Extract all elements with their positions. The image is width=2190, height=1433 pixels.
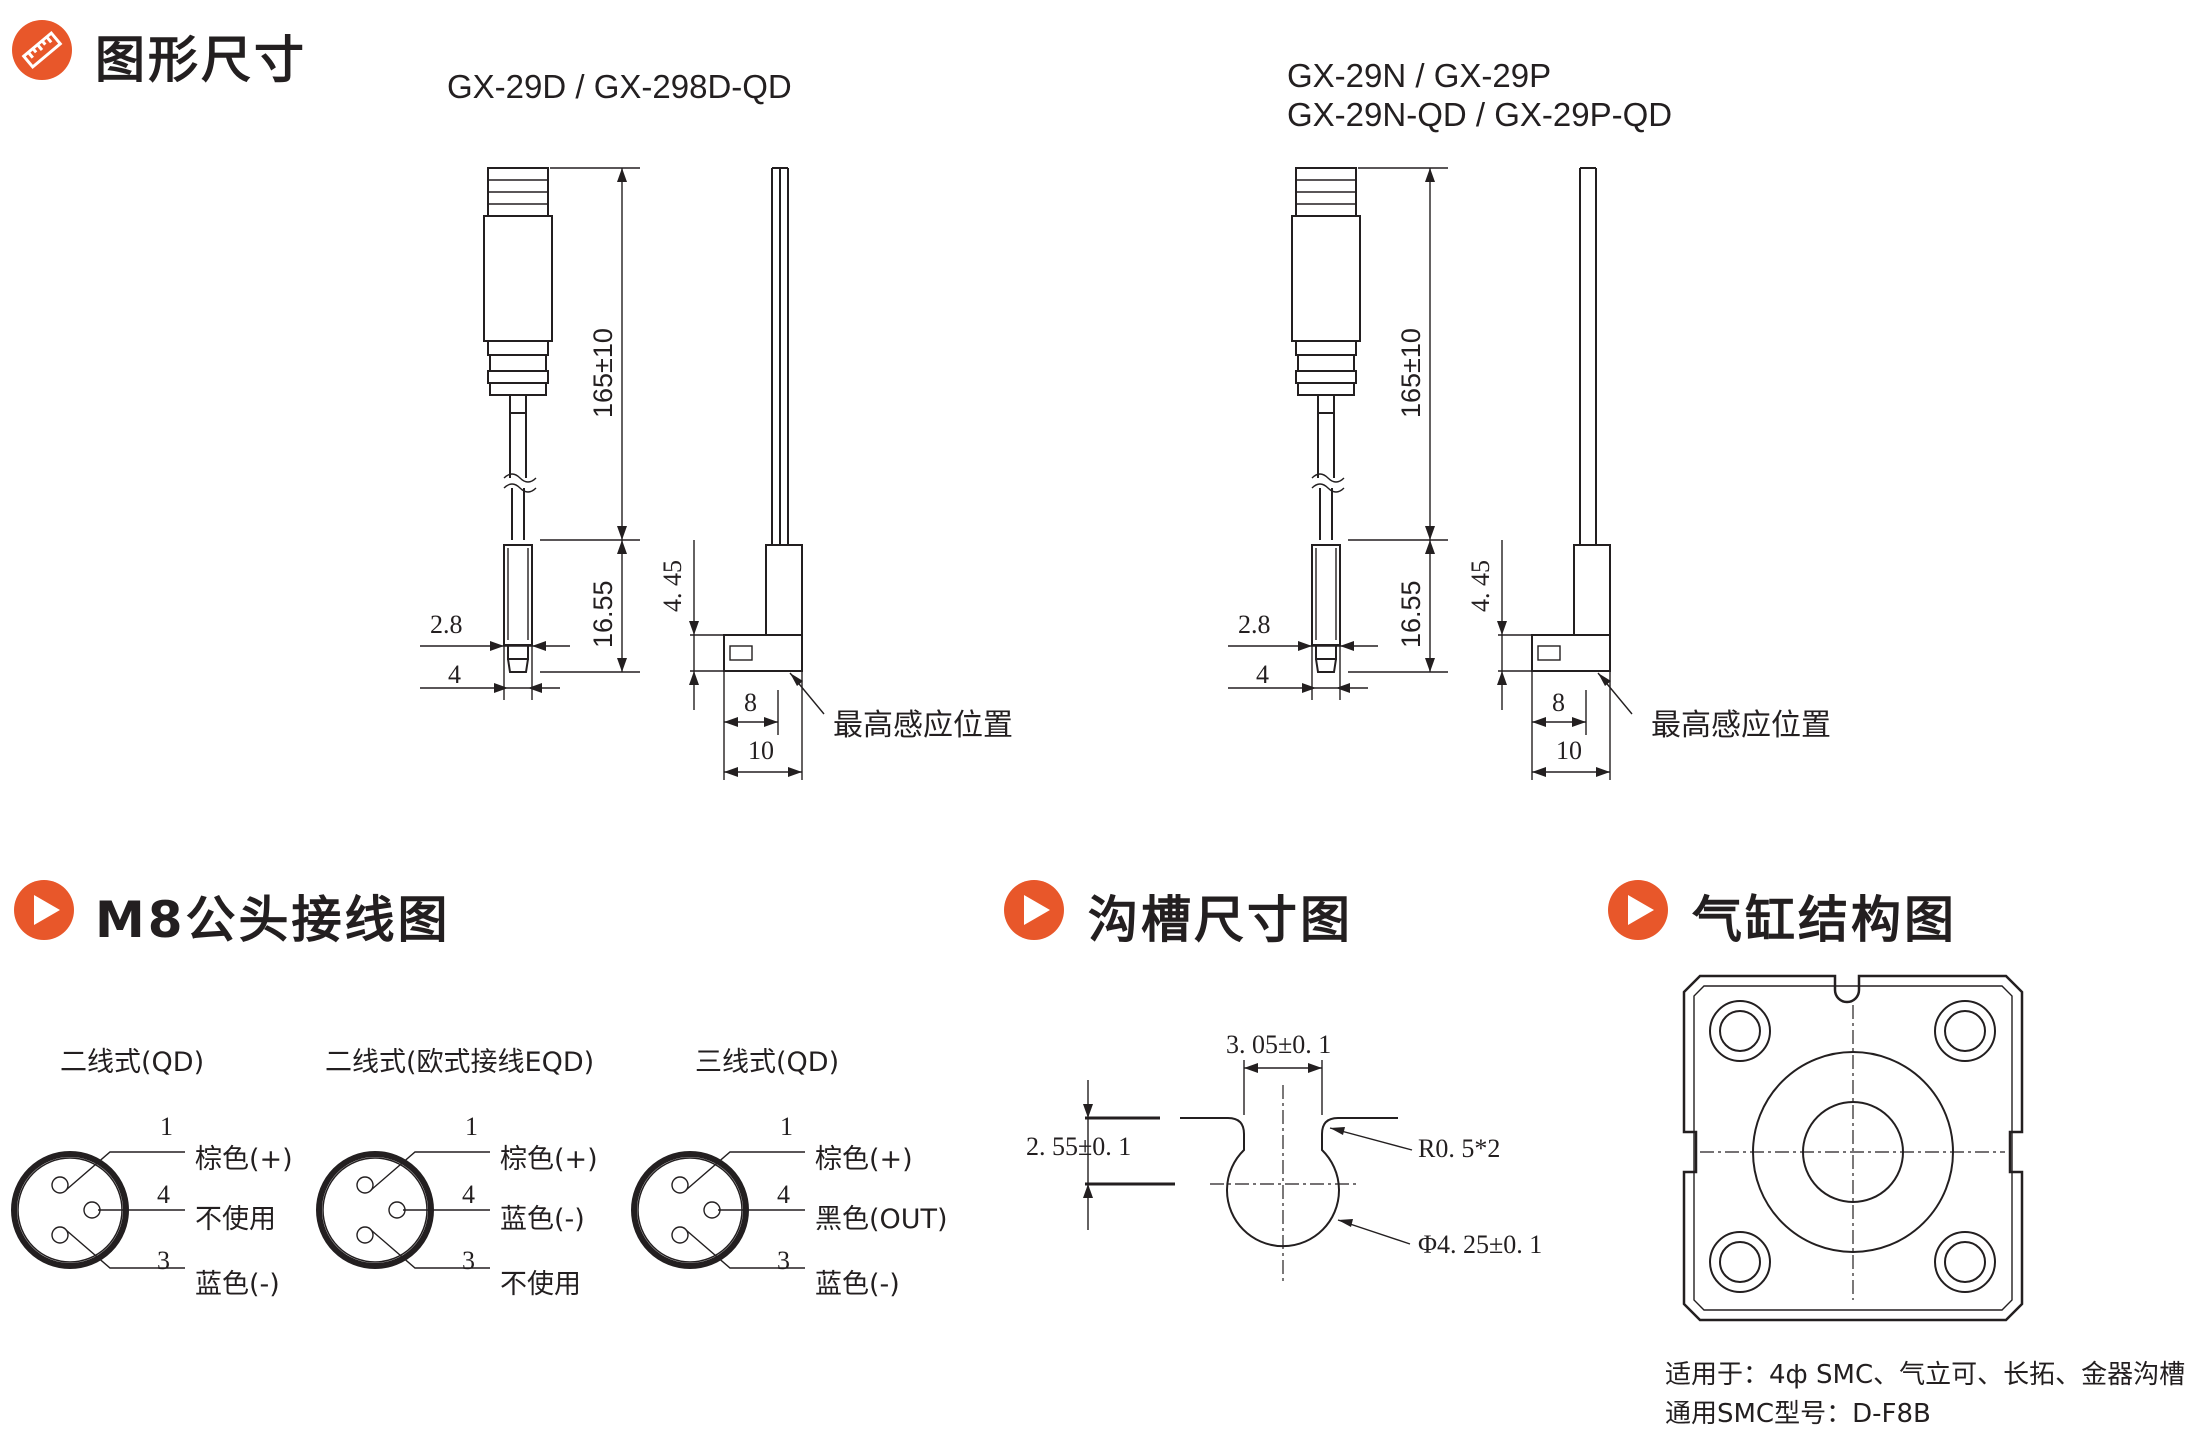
sense-label: 最高感应位置 [1651, 708, 1831, 743]
cylinder-note-2: 通用SMC型号：D-F8B [1665, 1399, 1931, 1429]
groove-width: 3. 05±0. 1 [1226, 1030, 1332, 1059]
dim-tip: 4 [1256, 660, 1269, 689]
pin-3-label: 蓝色(-) [195, 1269, 280, 1300]
pin-4: 4 [462, 1180, 475, 1209]
wiring-title-3wire-qd: 三线式(QD) [695, 1047, 840, 1078]
wiring-title: M8公头接线图 [95, 891, 451, 949]
dim-width: 2.8 [430, 610, 463, 639]
model-name-line1: GX-29N / GX-29P [1287, 57, 1552, 94]
pin-3: 3 [157, 1246, 170, 1275]
cylinder-title: 气缸结构图 [1692, 891, 1957, 949]
pin-4-label: 蓝色(-) [500, 1204, 585, 1235]
pin-1: 1 [160, 1112, 173, 1141]
pin-4-label: 不使用 [195, 1204, 276, 1235]
model-name-line2: GX-29N-QD / GX-29P-QD [1287, 96, 1673, 133]
pin-4: 4 [157, 1180, 170, 1209]
groove-title: 沟槽尺寸图 [1088, 891, 1353, 949]
pin-3: 3 [777, 1246, 790, 1275]
dimensions-title: 图形尺寸 [95, 31, 307, 89]
groove-radius: R0. 5*2 [1418, 1134, 1501, 1163]
pin-1-label: 棕色(+) [195, 1144, 293, 1175]
pin-1-label: 棕色(+) [815, 1144, 913, 1175]
pin-1: 1 [465, 1112, 478, 1141]
pin-3-label: 蓝色(-) [815, 1269, 900, 1300]
groove-depth: 2. 55±0. 1 [1026, 1132, 1132, 1161]
dim-width: 2.8 [1238, 610, 1271, 639]
dim-8: 8 [744, 688, 757, 717]
wiring-title-2wire-qd: 二线式(QD) [60, 1047, 205, 1078]
wiring-title-2wire-eqd: 二线式(欧式接线EQD) [325, 1047, 595, 1078]
pin-3: 3 [462, 1246, 475, 1275]
dim-tip: 4 [448, 660, 461, 689]
cylinder-note-1: 适用于：4ф SMC、气立可、长拓、金器沟槽 [1665, 1360, 2186, 1390]
dim-10: 10 [748, 736, 774, 765]
pin-4-label: 黑色(OUT) [815, 1204, 948, 1235]
groove-diameter: Φ4. 25±0. 1 [1418, 1230, 1543, 1259]
dim-10: 10 [1556, 736, 1582, 765]
sense-label: 最高感应位置 [833, 708, 1013, 743]
model-name: GX-29D / GX-298D-QD [447, 68, 792, 105]
pin-3-label: 不使用 [500, 1269, 581, 1300]
dim-8: 8 [1552, 688, 1565, 717]
pin-1: 1 [780, 1112, 793, 1141]
pin-1-label: 棕色(+) [500, 1144, 598, 1175]
pin-4: 4 [777, 1180, 790, 1209]
